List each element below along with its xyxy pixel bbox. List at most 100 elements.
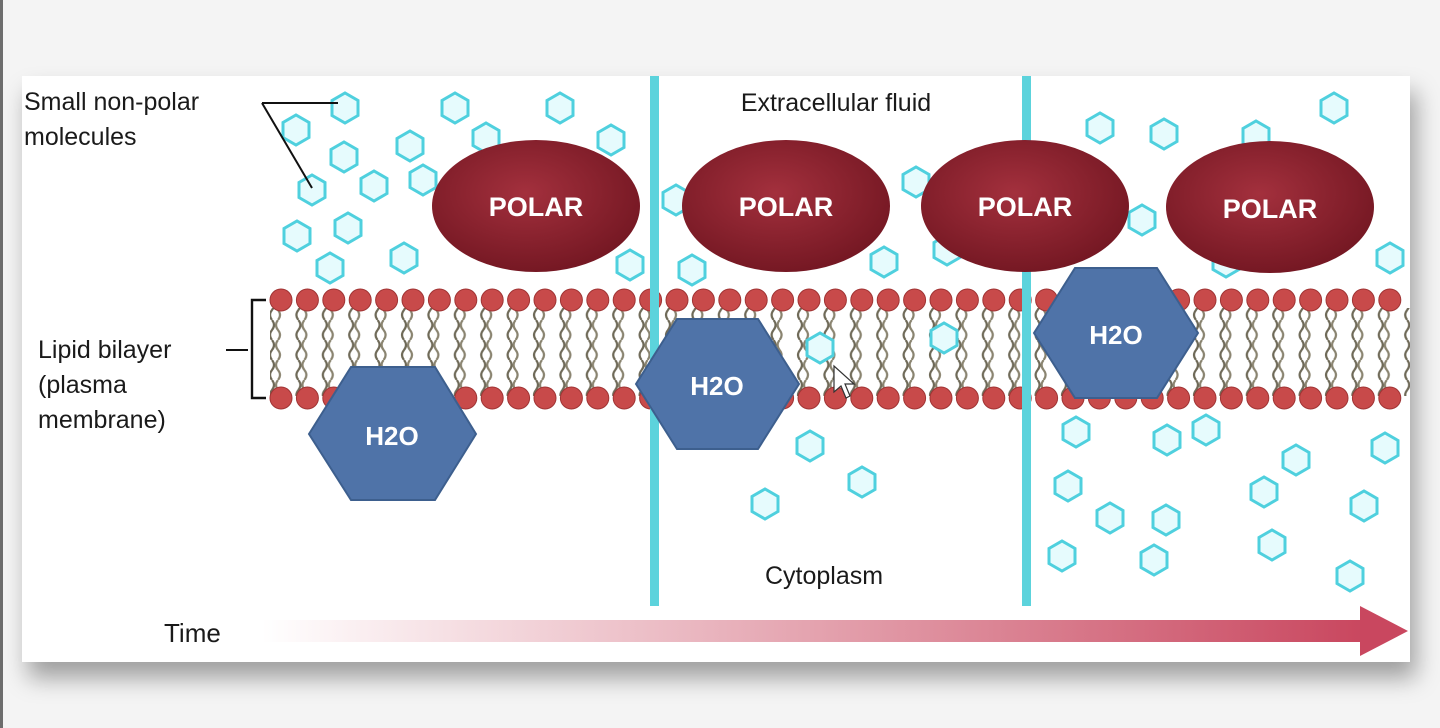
lipid-head (269, 386, 293, 410)
membrane-bracket (250, 298, 266, 400)
nonpolar-molecule (329, 140, 359, 174)
nonpolar-molecule (1095, 501, 1125, 535)
lipid-head (982, 386, 1006, 410)
nonpolar-molecule (750, 487, 780, 521)
lipid-head (612, 288, 636, 312)
time-arrow-shaft (262, 620, 1362, 642)
lipid-head (533, 386, 557, 410)
lipid-head (718, 288, 742, 312)
nonpolar-molecule (795, 429, 825, 463)
lipid-head (797, 288, 821, 312)
nonpolar-molecule (315, 251, 345, 285)
lipid-head (691, 288, 715, 312)
lipid-head (850, 288, 874, 312)
nonpolar-label: Small non-polar (24, 88, 199, 116)
extracellular-label: Extracellular fluid (741, 89, 931, 117)
lipid-head (797, 386, 821, 410)
lipid-head (1325, 288, 1349, 312)
lipid-head (533, 288, 557, 312)
lipid-head (427, 288, 451, 312)
nonpolar-molecule (805, 331, 835, 365)
nonpolar-molecule (359, 169, 389, 203)
nonpolar-molecule (545, 91, 575, 125)
water-molecule: H2O (634, 318, 801, 450)
lipid-head (507, 386, 531, 410)
water-molecule: H2O (307, 366, 478, 501)
nonpolar-molecule (1257, 528, 1287, 562)
mouse-cursor-icon (833, 364, 856, 399)
nonpolar-molecule (677, 253, 707, 287)
nonpolar-molecule (282, 219, 312, 253)
lipid-head (876, 386, 900, 410)
nonpolar-molecule (440, 91, 470, 125)
lipid-bilayer-label: (plasma (38, 371, 127, 399)
lipid-head (322, 288, 346, 312)
nonpolar-molecule (847, 465, 877, 499)
lipid-head (1299, 386, 1323, 410)
nonpolar-molecule (1053, 469, 1083, 503)
lipid-head (1219, 386, 1243, 410)
polar-molecule: POLAR (682, 140, 890, 272)
lipid-head (269, 288, 293, 312)
water-label: H2O (365, 421, 418, 451)
lipid-head (1246, 386, 1270, 410)
panel-divider (650, 76, 659, 606)
nonpolar-molecule (281, 113, 311, 147)
lipid-bilayer-label: Lipid bilayer (38, 336, 171, 364)
polar-molecule: POLAR (432, 140, 640, 272)
nonpolar-molecule (1152, 423, 1182, 457)
lipid-bilayer-label: membrane) (38, 406, 166, 434)
polar-label: POLAR (978, 192, 1073, 222)
nonpolar-molecule (1319, 91, 1349, 125)
lipid-head (559, 288, 583, 312)
lipid-head (1246, 288, 1270, 312)
lipid-head (744, 288, 768, 312)
lipid-head (929, 386, 953, 410)
lipid-head (665, 288, 689, 312)
lipid-head (612, 386, 636, 410)
lipid-head (982, 288, 1006, 312)
nonpolar-molecule (297, 173, 327, 207)
lipid-head (903, 288, 927, 312)
lipid-head (850, 386, 874, 410)
lipid-head (823, 288, 847, 312)
lipid-head (401, 288, 425, 312)
nonpolar-molecule (408, 163, 438, 197)
leader-line (261, 102, 313, 189)
lipid-head (1167, 386, 1191, 410)
nonpolar-molecule (1349, 489, 1379, 523)
lipid-head (876, 288, 900, 312)
lipid-head (559, 386, 583, 410)
nonpolar-molecule (1061, 415, 1091, 449)
panel-divider (1022, 76, 1031, 606)
nonpolar-molecule (1281, 443, 1311, 477)
polar-label: POLAR (1223, 194, 1318, 224)
lipid-head (929, 288, 953, 312)
lipid-head (955, 288, 979, 312)
nonpolar-molecule (1047, 539, 1077, 573)
lipid-head (955, 386, 979, 410)
lipid-head (586, 288, 610, 312)
nonpolar-molecule (1149, 117, 1179, 151)
lipid-head (1378, 386, 1402, 410)
nonpolar-molecule (901, 165, 931, 199)
nonpolar-molecule (1127, 203, 1157, 237)
nonpolar-molecule (929, 321, 959, 355)
lipid-head (1351, 386, 1375, 410)
polar-label: POLAR (739, 192, 834, 222)
lipid-head (586, 386, 610, 410)
nonpolar-molecule (1335, 559, 1365, 593)
lipid-head (480, 288, 504, 312)
nonpolar-molecule (395, 129, 425, 163)
lipid-head (348, 288, 372, 312)
water-label: H2O (1089, 320, 1142, 350)
nonpolar-molecule (869, 245, 899, 279)
polar-molecule: POLAR (1166, 141, 1374, 273)
lipid-heads-top (269, 288, 1402, 312)
lipid-head (375, 288, 399, 312)
water-label: H2O (690, 371, 743, 401)
nonpolar-molecule (1191, 413, 1221, 447)
nonpolar-molecule (333, 211, 363, 245)
water-molecule: H2O (1032, 267, 1200, 399)
lipid-head (771, 288, 795, 312)
